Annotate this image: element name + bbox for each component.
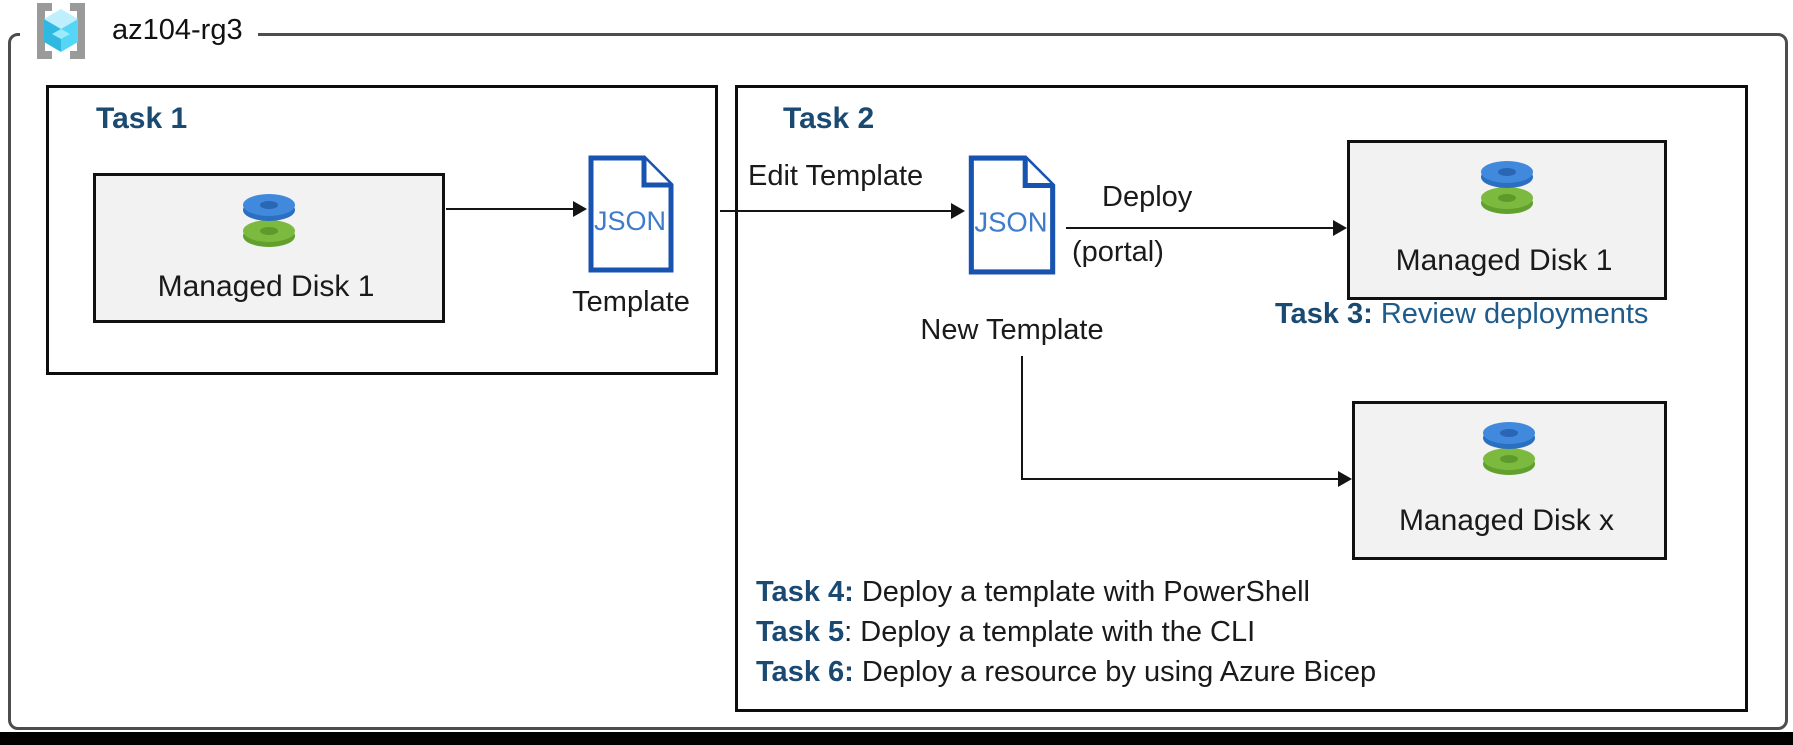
deploy-label: Deploy (1102, 181, 1193, 213)
json-icon-text: JSON (594, 206, 666, 236)
portal-label: (portal) (1072, 236, 1164, 268)
bracket-right (70, 3, 85, 59)
task1-title: Task 1 (96, 102, 188, 135)
task5-text: Task 5: Deploy a template with the CLI (756, 616, 1255, 649)
bottom-bar (0, 732, 1793, 745)
task4-text: Task 4: Deploy a template with PowerShel… (756, 576, 1310, 609)
managed-disk-1-deployed-label: Managed Disk 1 (1395, 244, 1613, 277)
edit-template-arrow (720, 210, 951, 212)
arrow-to-template-head (573, 201, 587, 217)
resource-group-label: az104-rg3 (112, 14, 243, 46)
managed-disk-icon (243, 194, 295, 247)
managed-disk-1-label: Managed Disk 1 (157, 270, 375, 303)
task6-rest: Deploy a resource by using Azure Bicep (853, 656, 1377, 688)
task6-text: Task 6: Deploy a resource by using Azure… (756, 656, 1376, 689)
arrow-to-template (446, 208, 574, 210)
task3-text: Task 3: Review deployments (1275, 298, 1648, 331)
managed-disk-x-label: Managed Disk x (1398, 504, 1615, 537)
resource-group-frame (8, 33, 1788, 730)
edit-template-label: Edit Template (748, 160, 924, 192)
edit-template-arrow-head (951, 203, 965, 219)
json-template-icon: JSON (588, 155, 674, 273)
managed-disk-1-box (93, 173, 445, 323)
resource-group-icon (37, 3, 85, 59)
bracket-left (37, 3, 52, 59)
cube-right-face (61, 19, 78, 52)
cube-highlight (52, 29, 70, 39)
template-label: Template (572, 286, 690, 318)
task6-bold: Task 6: (756, 656, 854, 688)
json-new-template-icon: JSON (968, 155, 1056, 275)
task3-rest: Review deployments (1372, 298, 1649, 330)
elbow-connector-horizontal (1021, 478, 1339, 480)
deploy-arrow-head (1333, 220, 1347, 236)
managed-disk-icon (1483, 422, 1535, 475)
managed-disk-icon (1481, 161, 1533, 214)
json-icon-text: JSON (974, 206, 1047, 237)
cube-left-face (44, 19, 61, 52)
task5-rest: : Deploy a template with the CLI (844, 616, 1256, 648)
task4-rest: Deploy a template with PowerShell (853, 576, 1310, 608)
task4-bold: Task 4: (756, 576, 854, 608)
task3-bold: Task 3: (1275, 298, 1373, 330)
task2-title: Task 2 (783, 102, 875, 135)
elbow-connector-vertical (1021, 356, 1023, 480)
deploy-arrow (1066, 227, 1333, 229)
elbow-connector-head (1338, 471, 1352, 487)
new-template-label: New Template (920, 314, 1104, 346)
task5-bold: Task 5 (756, 616, 845, 648)
